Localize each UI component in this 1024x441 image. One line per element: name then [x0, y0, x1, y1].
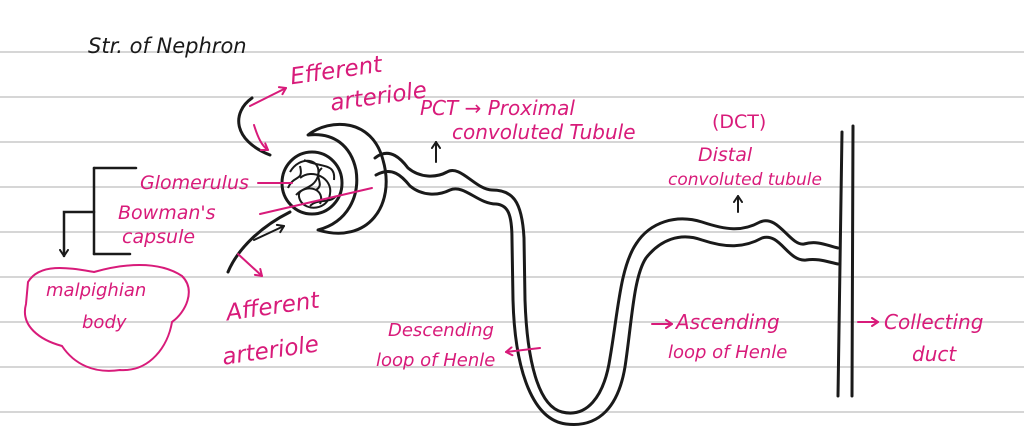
pct-label-line1: PCT → Proximal [420, 96, 575, 120]
dct-label-line1: Distal [698, 144, 753, 166]
collecting-duct-label-line1: Collecting [884, 310, 984, 334]
efferent-arrow [249, 86, 287, 107]
bowmans-capsule-label-line1: Bowman's [118, 202, 216, 224]
dct-label-line2: convoluted tubule [668, 170, 822, 190]
bowmans-capsule-label-line2: capsule [122, 226, 196, 248]
page-title: Str. of Nephron [88, 34, 247, 58]
descending-loop-label-line1: Descending [388, 320, 494, 341]
collecting-duct-shape [836, 124, 855, 398]
afferent-arrow [237, 253, 263, 277]
malpighian-bracket [59, 166, 138, 258]
renal-tubule [373, 151, 840, 426]
bowmans-pointer [259, 187, 373, 215]
afferent-arteriole-vessel [226, 210, 292, 274]
ascending-loop-label-line1: Ascending [676, 310, 780, 334]
descending-loop-label-line2: loop of Henle [376, 350, 496, 371]
malpighian-body-blob [23, 264, 190, 372]
afferent-entry-arrow [253, 223, 285, 241]
dct-abbr-label: (DCT) [712, 111, 767, 133]
malpighian-body-label-line2: body [82, 312, 127, 333]
pct-label-line2: convoluted Tubule [452, 120, 636, 144]
descending-arrow [505, 346, 541, 357]
bowmans-capsule-shape [306, 122, 388, 235]
collecting-duct-label-line2: duct [912, 342, 957, 366]
ascending-loop-label-line2: loop of Henle [668, 342, 788, 363]
efferent-arteriole-vessel [237, 96, 272, 157]
efferent-arrow-2 [253, 124, 269, 151]
glomerulus-label: Glomerulus [140, 172, 249, 194]
malpighian-body-label-line1: malpighian [46, 280, 147, 301]
